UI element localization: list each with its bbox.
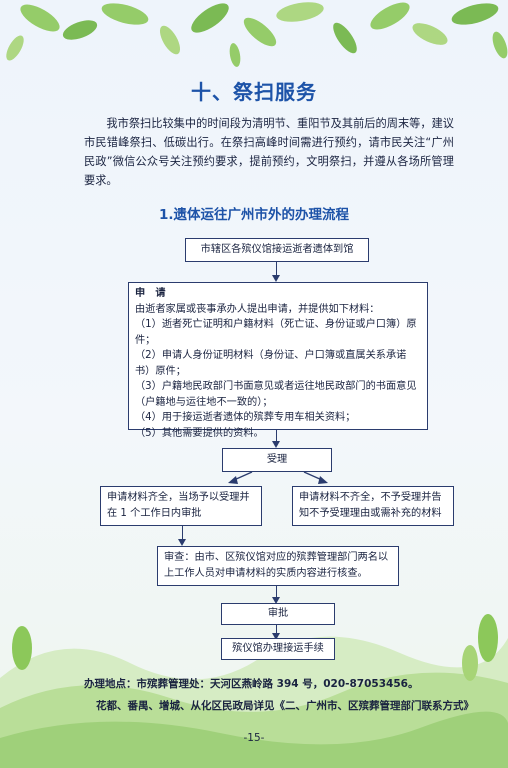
flow-step-incomplete-text: 申请材料不齐全，不予受理并告知不予受理理由或需补充的材料 (299, 492, 442, 519)
section-title: 十、祭扫服务 (191, 80, 317, 104)
arrow-2 (272, 430, 280, 448)
apply-line: （5）其他需要提供的资料。 (135, 427, 264, 439)
flow-step-review-text: 审查：由市、区殡仪馆对应的殡葬管理部门两名以上工作人员对申请材料的实质内容进行核… (164, 552, 389, 579)
flow-step-receive: 市辖区各殡仪馆接运逝者遗体到馆 (185, 238, 369, 262)
arrow-4 (272, 586, 280, 604)
flow-step-receive-text: 市辖区各殡仪馆接运逝者遗体到馆 (200, 244, 354, 255)
flow-step-final-text: 殡仪馆办理接运手续 (232, 643, 324, 654)
apply-line: （1）逝者死亡证明和户籍材料（死亡证、身份证或户口簿）原件； (135, 319, 417, 346)
apply-line: 由逝者家属或丧事承办人提出申请，并提供如下材料： (135, 303, 380, 315)
page-number: -15- (243, 732, 265, 744)
flow-step-final: 殡仪馆办理接运手续 (221, 638, 335, 660)
flow-step-apply: 申 请 由逝者家属或丧事承办人提出申请，并提供如下材料： （1）逝者死亡证明和户… (128, 282, 428, 439)
arrow-3 (178, 526, 186, 546)
arrow-5 (272, 625, 280, 640)
footer-address: 办理地点：市殡葬管理处：天河区燕岭路 394 号，020-87053456。 (84, 678, 419, 690)
apply-heading: 申 请 (135, 288, 166, 299)
apply-line: （4）用于接运逝者遗体的殡葬专用车相关资料； (135, 412, 356, 423)
flow-title: 1.遗体运往广州市外的办理流程 (158, 207, 350, 223)
flow-step-approve-text: 审批 (267, 608, 289, 619)
flow-step-approve: 审批 (221, 603, 335, 625)
flow-step-review: 审查：由市、区殡仪馆对应的殡葬管理部门两名以上工作人员对申请材料的实质内容进行核… (157, 546, 399, 586)
intro-paragraph: 我市祭扫比较集中的时间段为清明节、重阳节及其前后的周末等，建议市民错峰祭扫、低碳… (84, 117, 454, 187)
leaves-decoration (6, 2, 508, 67)
footer-note: 花都、番禺、增城、从化区民政局详见《二、广州市、区殡葬管理部门联系方式》 (96, 700, 474, 712)
flow-step-incomplete: 申请材料不齐全，不予受理并告知不予受理理由或需补充的材料 (292, 486, 454, 526)
arrow-1 (272, 262, 280, 282)
flow-step-accept-text: 受理 (266, 454, 288, 465)
flow-step-complete-text: 申请材料齐全，当场予以受理并在 1 个工作日内审批 (107, 492, 250, 519)
apply-line: （3）户籍地民政部门书面意见或者运往地民政部门的书面意见（户籍地与运往地不一致的… (135, 381, 417, 408)
flow-step-accept: 受理 (222, 448, 332, 472)
flow-step-complete: 申请材料齐全，当场予以受理并在 1 个工作日内审批 (100, 486, 262, 526)
apply-line: （2）申请人身份证明材料（身份证、户口簿或直属关系承诺书）原件； (135, 350, 407, 377)
hills-decoration (0, 614, 508, 768)
